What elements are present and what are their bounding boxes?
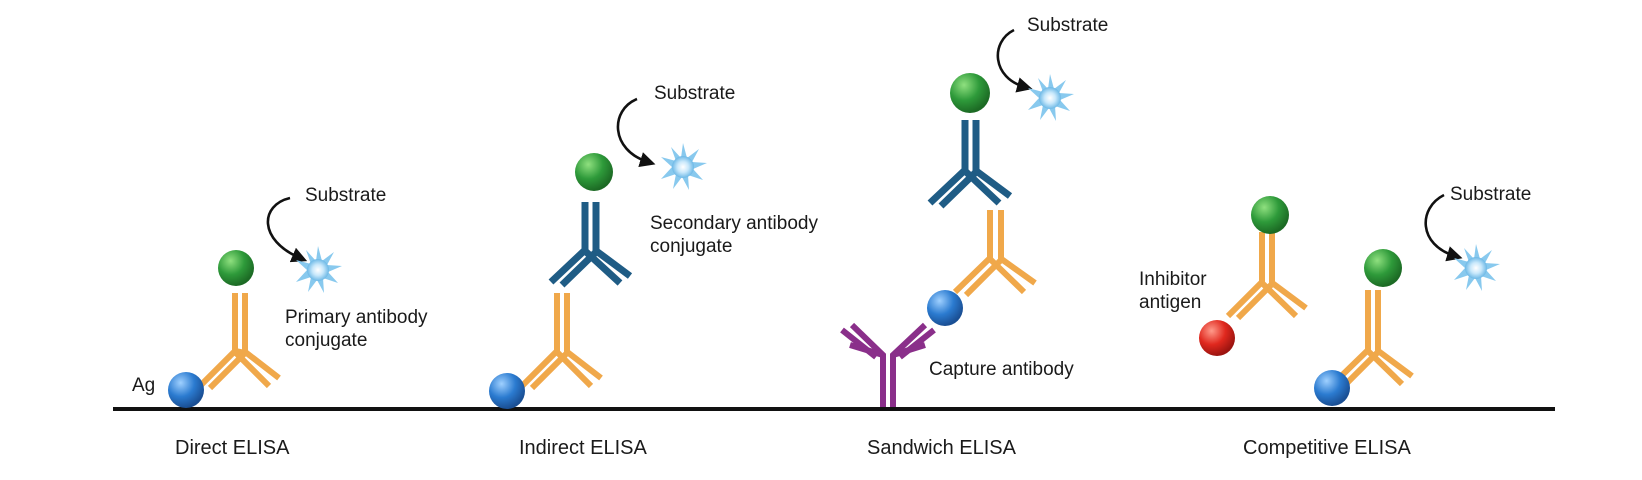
capture-antibody-label: Capture antibody	[929, 359, 1074, 380]
substrate-burst-indirect	[661, 143, 707, 190]
antigen-direct	[168, 372, 204, 408]
substrate-label-competitive: Substrate	[1450, 184, 1532, 205]
antigen-label: Ag	[132, 375, 156, 396]
primary-antibody-competitive	[1330, 290, 1414, 390]
antigen-indirect	[489, 373, 525, 409]
enzyme-indirect	[575, 153, 613, 191]
primary-conjugate-label: Primary antibody conjugate	[285, 307, 428, 351]
inhibitor-antigen-ball	[1199, 320, 1235, 356]
direct-elisa-panel	[168, 196, 342, 408]
substrate-arrow-competitive	[1424, 193, 1463, 262]
sandwich-elisa-panel	[840, 28, 1074, 407]
antigen-sandwich	[927, 290, 963, 326]
substrate-arrow-indirect	[616, 97, 656, 168]
secondary-conjugate-label: Secondary antibody conjugate	[650, 213, 818, 257]
caption-indirect-elisa: Indirect ELISA	[519, 437, 647, 459]
detection-antibody-sandwich	[952, 210, 1037, 298]
secondary-antibody-indirect	[548, 202, 633, 288]
caption-competitive-elisa: Competitive ELISA	[1243, 437, 1411, 459]
substrate-label-sandwich: Substrate	[1027, 15, 1109, 36]
indirect-elisa-panel	[489, 97, 707, 409]
substrate-label-direct: Substrate	[305, 185, 387, 206]
substrate-arrow-sandwich	[996, 28, 1033, 93]
inhibitor-antigen-label: Inhibitor antigen	[1139, 269, 1207, 313]
primary-antibody-indirect	[519, 293, 603, 391]
antigen-competitive	[1314, 370, 1350, 406]
capture-antibody	[840, 322, 936, 407]
enzyme-sandwich	[950, 73, 990, 113]
enzyme-direct	[218, 250, 254, 286]
caption-sandwich-elisa: Sandwich ELISA	[867, 437, 1016, 459]
enzyme-inhibitor	[1251, 196, 1289, 234]
primary-antibody-direct	[197, 293, 281, 391]
caption-direct-elisa: Direct ELISA	[175, 437, 290, 459]
substrate-label-indirect: Substrate	[654, 83, 736, 104]
substrate-arrow-direct	[266, 196, 308, 263]
inhibitor-antibody	[1225, 232, 1308, 321]
substrate-burst-competitive	[1454, 244, 1500, 291]
substrate-burst-sandwich	[1028, 74, 1074, 121]
competitive-elisa-panel	[1199, 193, 1500, 406]
secondary-antibody-sandwich	[927, 120, 1013, 209]
enzyme-competitive	[1364, 249, 1402, 287]
substrate-burst-direct	[296, 246, 342, 293]
